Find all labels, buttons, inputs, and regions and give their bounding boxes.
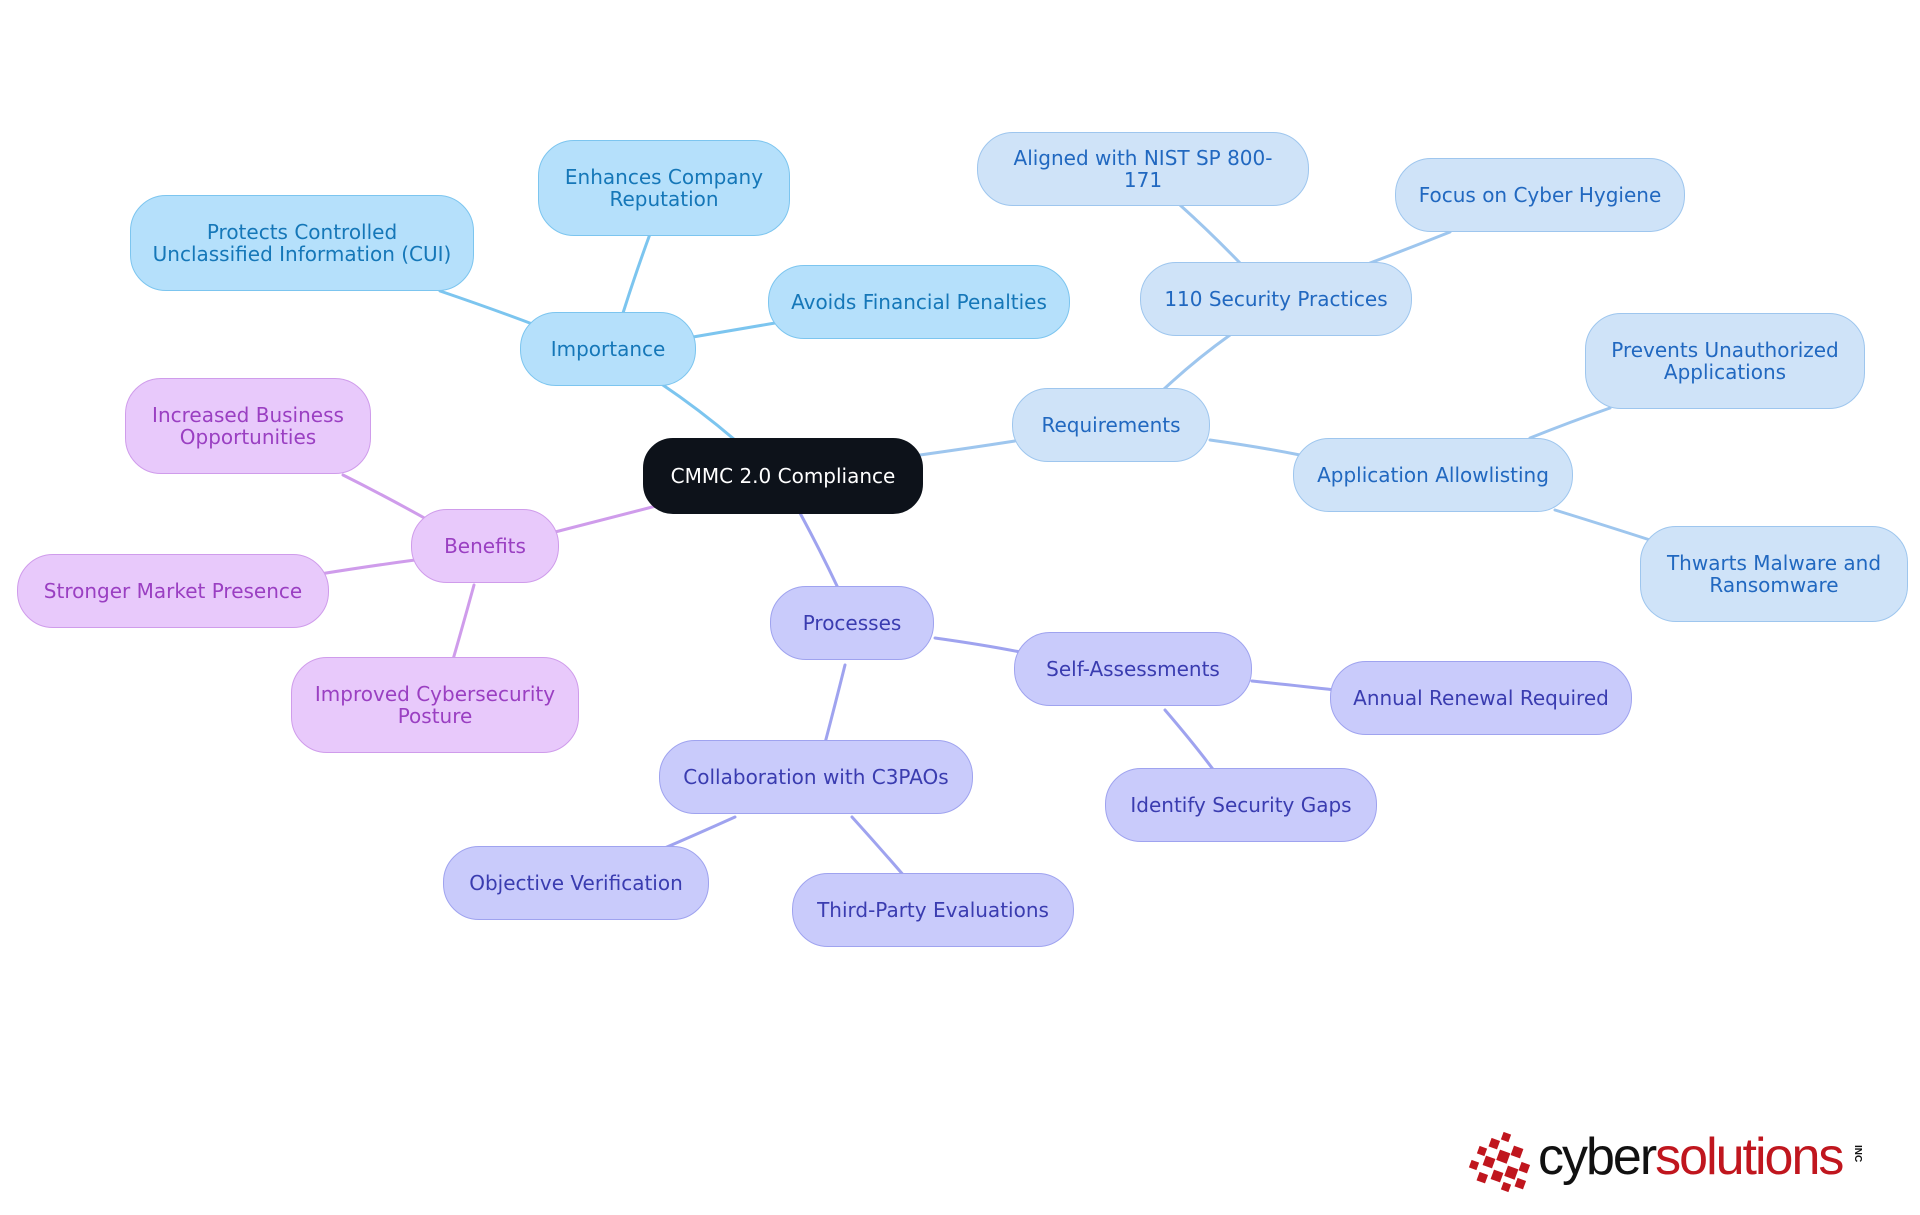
third-party-node[interactable]: Third-Party Evaluations	[792, 873, 1074, 947]
enhances-reputation-node[interactable]: Enhances Company Reputation	[538, 140, 790, 236]
requirements-node[interactable]: Requirements	[1012, 388, 1210, 462]
edge-importance-penalties	[691, 321, 777, 339]
edge-self-annual	[1250, 679, 1337, 692]
edge-processes-self	[933, 636, 1022, 654]
annual-renewal-label: Annual Renewal Required	[1353, 686, 1609, 710]
security-gaps-label: Identify Security Gaps	[1130, 793, 1352, 817]
edge-practices-hygiene	[1368, 230, 1452, 265]
edge-benefits-business	[341, 473, 430, 522]
requirements-label: Requirements	[1041, 413, 1181, 437]
self-assessments-label: Self-Assessments	[1046, 657, 1220, 681]
edge-practices-nist	[1178, 203, 1242, 265]
edge-processes-collab	[823, 663, 847, 745]
cybersecurity-posture-node[interactable]: Improved Cybersecurity Posture	[291, 657, 579, 753]
business-opportunities-node[interactable]: Increased Business Opportunities	[125, 378, 371, 474]
nist-node[interactable]: Aligned with NIST SP 800-171	[977, 132, 1309, 206]
protects-cui-node[interactable]: Protects Controlled Unclassified Informa…	[130, 195, 474, 291]
prevents-unauthorized-node[interactable]: Prevents Unauthorized Applications	[1585, 313, 1865, 409]
logo-inc: INC	[1852, 1145, 1863, 1163]
cyber-hygiene-label: Focus on Cyber Hygiene	[1418, 183, 1662, 207]
collaboration-label: Collaboration with C3PAOs	[683, 765, 949, 789]
edge-importance-cui	[438, 289, 537, 327]
edge-requirements-allowlisting	[1208, 438, 1302, 457]
thwarts-malware-node[interactable]: Thwarts Malware and Ransomware	[1640, 526, 1908, 622]
edge-root-benefits	[553, 503, 662, 534]
logo-word-solutions: solutions	[1655, 1128, 1844, 1186]
avoids-penalties-label: Avoids Financial Penalties	[791, 290, 1047, 314]
annual-renewal-node[interactable]: Annual Renewal Required	[1330, 661, 1632, 735]
allowlisting-label: Application Allowlisting	[1317, 463, 1549, 487]
security-gaps-node[interactable]: Identify Security Gaps	[1105, 768, 1377, 842]
logo-pixel-mark-icon	[1468, 1131, 1531, 1193]
prevents-unauthorized-label: Prevents Unauthorized Applications	[1611, 338, 1839, 384]
importance-label: Importance	[550, 337, 666, 361]
edge-benefits-cyber	[450, 583, 476, 665]
nist-label: Aligned with NIST SP 800-171	[1013, 146, 1273, 192]
edge-allowlisting-prevents	[1528, 406, 1612, 440]
edge-benefits-market	[318, 558, 417, 576]
importance-node[interactable]: Importance	[520, 312, 696, 386]
logo-word-cyber: cyber	[1538, 1128, 1657, 1186]
cybersecurity-posture-label: Improved Cybersecurity Posture	[314, 682, 556, 728]
benefits-node[interactable]: Benefits	[411, 509, 559, 583]
processes-node[interactable]: Processes	[770, 586, 934, 660]
allowlisting-node[interactable]: Application Allowlisting	[1293, 438, 1573, 512]
security-practices-node[interactable]: 110 Security Practices	[1140, 262, 1412, 336]
business-opportunities-label: Increased Business Opportunities	[152, 403, 344, 449]
edge-root-importance	[658, 381, 737, 442]
avoids-penalties-node[interactable]: Avoids Financial Penalties	[768, 265, 1070, 339]
enhances-reputation-label: Enhances Company Reputation	[564, 165, 764, 211]
edge-collab-thirdparty	[850, 815, 907, 879]
benefits-label: Benefits	[444, 534, 526, 558]
cybersolutions-logo: cybersolutions INC	[1468, 1125, 1868, 1195]
processes-label: Processes	[802, 611, 902, 635]
self-assessments-node[interactable]: Self-Assessments	[1014, 632, 1252, 706]
market-presence-label: Stronger Market Presence	[43, 579, 303, 603]
collaboration-node[interactable]: Collaboration with C3PAOs	[659, 740, 973, 814]
root-node[interactable]: CMMC 2.0 Compliance	[643, 438, 923, 514]
edge-importance-reputation	[621, 232, 652, 315]
objective-verification-label: Objective Verification	[469, 871, 683, 895]
edge-root-processes	[798, 511, 840, 590]
logo-wordmark: cybersolutions	[1538, 1128, 1844, 1186]
edge-allowlisting-thwarts	[1553, 508, 1652, 542]
thwarts-malware-label: Thwarts Malware and Ransomware	[1666, 551, 1882, 597]
edge-requirements-practices	[1161, 333, 1232, 392]
root-label: CMMC 2.0 Compliance	[670, 464, 896, 488]
cyber-hygiene-node[interactable]: Focus on Cyber Hygiene	[1395, 158, 1685, 232]
protects-cui-label: Protects Controlled Unclassified Informa…	[152, 220, 452, 266]
market-presence-node[interactable]: Stronger Market Presence	[17, 554, 329, 628]
edge-self-gaps	[1163, 708, 1217, 774]
security-practices-label: 110 Security Practices	[1164, 287, 1388, 311]
edge-root-requirements	[918, 439, 1017, 457]
third-party-label: Third-Party Evaluations	[817, 898, 1049, 922]
objective-verification-node[interactable]: Objective Verification	[443, 846, 709, 920]
